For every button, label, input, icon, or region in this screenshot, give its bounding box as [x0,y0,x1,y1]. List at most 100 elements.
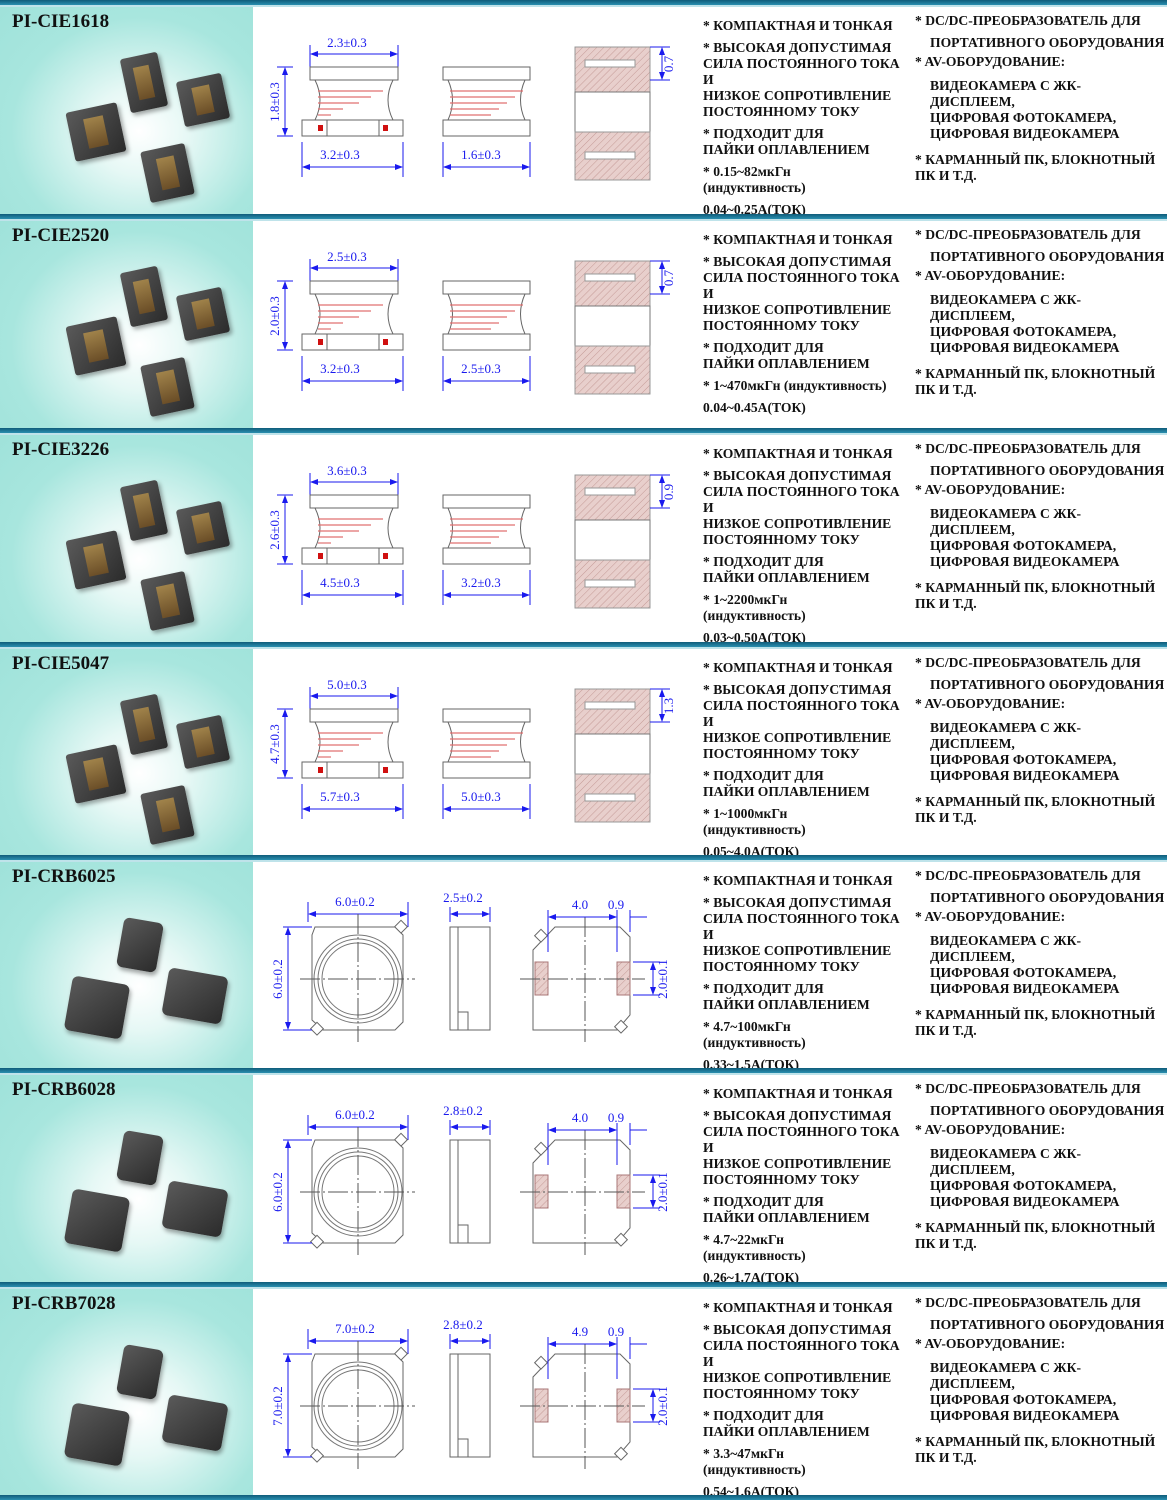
inductance-range: * 4.7~100мкГн (индуктивность) [703,1019,806,1050]
model-name: PI-CRB7028 [12,1293,116,1314]
feature-item: * КОМПАКТНАЯ И ТОНКАЯ [703,232,893,247]
top-cap [309,708,399,723]
dim-pad-height-label: 2.0±0.1 [655,959,670,999]
coil-winding [191,512,215,544]
application-item: * DC/DC-ПРЕОБРАЗОВАТЕЛЬ ДЛЯ [915,1081,1141,1096]
dim-side-label: 1.6±0.3 [461,147,501,162]
feature-item: * ПОДХОДИТ ДЛЯ ПАЙКИ ОПЛАВЛЕНИЕМ [703,126,870,157]
application-item: * AV-ОБОРУДОВАНИЕ: [915,268,1066,283]
dim-thickness-label: 2.5±0.2 [443,890,483,905]
feature-item: * КОМПАКТНАЯ И ТОНКАЯ [703,660,893,675]
dim-top-label: 2.3±0.3 [327,35,367,50]
dim-width-label: 6.0±0.2 [335,894,375,909]
row-divider-light [0,647,1167,649]
inductance-range: * 1~1000мкГн (индуктивность) [703,806,806,837]
application-item: * КАРМАННЫЙ ПК, БЛОКНОТНЫЙ ПК И Т.Д. [915,580,1156,611]
coil-winding [191,298,215,330]
current-range: 0.04~0.25A(ТОК) [703,202,806,217]
application-item: * AV-ОБОРУДОВАНИЕ: [915,909,1066,924]
component-image [175,72,231,128]
feature-item: * ПОДХОДИТ ДЛЯ ПАЙКИ ОПЛАВЛЕНИЕМ [703,1194,870,1225]
component-image [161,967,229,1025]
component-image [63,975,131,1040]
component-image [63,1402,131,1467]
dimension-drawing: 6.0±0.2 6.0±0.2 2.8±0.2 4.0 0.9 2.0±0.1 [270,1103,670,1255]
feature-item: * КОМПАКТНАЯ И ТОНКАЯ [703,446,893,461]
product-row: PI-CIE3226 3.6±0.3 2.6±0.3 4.5±0.3 3.2±0… [0,428,1167,645]
component-image [65,530,127,590]
dim-top-label: 2.5±0.3 [327,249,367,264]
row-divider [0,1282,1167,1287]
top-cap [309,66,399,81]
product-row: PI-CIE2520 2.5±0.3 2.0±0.3 3.2±0.3 2.5±0… [0,214,1167,428]
features-column: * КОМПАКТНАЯ И ТОНКАЯ* ВЫСОКАЯ ДОПУСТИМА… [703,1086,913,1292]
feature-item: * ПОДХОДИТ ДЛЯ ПАЙКИ ОПЛАВЛЕНИЕМ [703,1408,870,1439]
coil-winding [82,757,110,791]
component-image [140,356,195,418]
product-photo-panel: PI-CRB6025 [0,862,253,1069]
feature-item: * ВЫСОКАЯ ДОПУСТИМАЯ СИЛА ПОСТОЯННОГО ТО… [703,254,900,333]
application-item: * КАРМАННЫЙ ПК, БЛОКНОТНЫЙ ПК И Т.Д. [915,794,1156,825]
application-item: ПОРТАТИВНОГО ОБОРУДОВАНИЯ [930,249,1165,264]
application-item: * КАРМАННЫЙ ПК, БЛОКНОТНЫЙ ПК И Т.Д. [915,1220,1156,1251]
dim-height-label: 2.6±0.3 [267,510,282,550]
application-item: ВИДЕОКАМЕРА С ЖК-ДИСПЛЕЕМ, ЦИФРОВАЯ ФОТО… [930,1360,1120,1423]
inductance-range: * 1~2200мкГн (индуктивность) [703,592,806,623]
dim-side-label: 2.5±0.3 [461,361,501,376]
product-photo-panel: PI-CRB7028 [0,1289,253,1496]
feature-item: * ВЫСОКАЯ ДОПУСТИМАЯ СИЛА ПОСТОЯННОГО ТО… [703,895,900,974]
product-photo-panel: PI-CIE1618 [0,7,253,214]
dim-bottom-label: 4.5±0.3 [320,575,360,590]
current-range: 0.26~1.7A(ТОК) [703,1270,800,1285]
application-item: ПОРТАТИВНОГО ОБОРУДОВАНИЯ [930,463,1165,478]
application-item: ПОРТАТИВНОГО ОБОРУДОВАНИЯ [930,1317,1165,1332]
dimension-drawing: 2.5±0.3 2.0±0.3 3.2±0.3 2.5±0.3 0.7 [267,249,676,395]
coil-winding [133,492,155,529]
pad-layout [574,46,651,181]
inductance-range: * 3.3~47мкГн (индуктивность) [703,1446,806,1477]
feature-item: * КОМПАКТНАЯ И ТОНКАЯ [703,18,893,33]
component-image [161,1180,229,1238]
feature-item: * ПОДХОДИТ ДЛЯ ПАЙКИ ОПЛАВЛЕНИЕМ [703,554,870,585]
dim-pad-height-label: 2.0±0.1 [655,1386,670,1426]
dim-height-label: 7.0±0.2 [270,1386,285,1426]
component-image [119,265,169,328]
current-range: 0.04~0.45A(ТОК) [703,400,806,415]
dim-width-label: 7.0±0.2 [335,1321,375,1336]
component-image [115,1129,165,1187]
application-item: * DC/DC-ПРЕОБРАЗОВАТЕЛЬ ДЛЯ [915,13,1141,28]
dim-bottom-label: 3.2±0.3 [320,147,360,162]
product-row: PI-CRB6028 6.0±0.2 6.0±0.2 2.8±0.2 4.0 0… [0,1068,1167,1285]
feature-item: * ПОДХОДИТ ДЛЯ ПАЙКИ ОПЛАВЛЕНИЕМ [703,981,870,1012]
inductance-range: * 0.15~82мкГн (индуктивность) [703,164,806,195]
application-item: * КАРМАННЫЙ ПК, БЛОКНОТНЫЙ ПК И Т.Д. [915,1007,1156,1038]
dimension-drawing: 6.0±0.2 6.0±0.2 2.5±0.2 4.0 0.9 2.0±0.1 [270,890,670,1042]
application-item: * DC/DC-ПРЕОБРАЗОВАТЕЛЬ ДЛЯ [915,227,1141,242]
application-item: ПОРТАТИВНОГО ОБОРУДОВАНИЯ [930,890,1165,905]
dimension-drawing: 5.0±0.3 4.7±0.3 5.7±0.3 5.0±0.3 1.3 [267,677,676,823]
coil-winding [82,115,110,149]
model-name: PI-CRB6028 [12,1079,116,1100]
application-item: * AV-ОБОРУДОВАНИЕ: [915,1336,1066,1351]
component-image [65,316,127,376]
top-cap [309,494,399,509]
row-divider-light [0,433,1167,435]
application-item: ВИДЕОКАМЕРА С ЖК-ДИСПЛЕЕМ, ЦИФРОВАЯ ФОТО… [930,506,1120,569]
component-image [119,693,169,756]
current-range: 0.03~0.50A(ТОК) [703,630,806,645]
application-item: * AV-ОБОРУДОВАНИЕ: [915,54,1066,69]
product-photo-panel: PI-CIE2520 [0,221,253,428]
component-image [115,916,165,974]
dim-height-label: 2.0±0.3 [267,296,282,336]
coil-winding [133,278,155,315]
product-row: PI-CRB7028 7.0±0.2 7.0±0.2 2.8±0.2 4.9 0… [0,1282,1167,1499]
application-item: * DC/DC-ПРЕОБРАЗОВАТЕЛЬ ДЛЯ [915,1295,1141,1310]
coil-winding [82,543,110,577]
component-image [140,142,195,204]
features-column: * КОМПАКТНАЯ И ТОНКАЯ* ВЫСОКАЯ ДОПУСТИМА… [703,446,913,652]
